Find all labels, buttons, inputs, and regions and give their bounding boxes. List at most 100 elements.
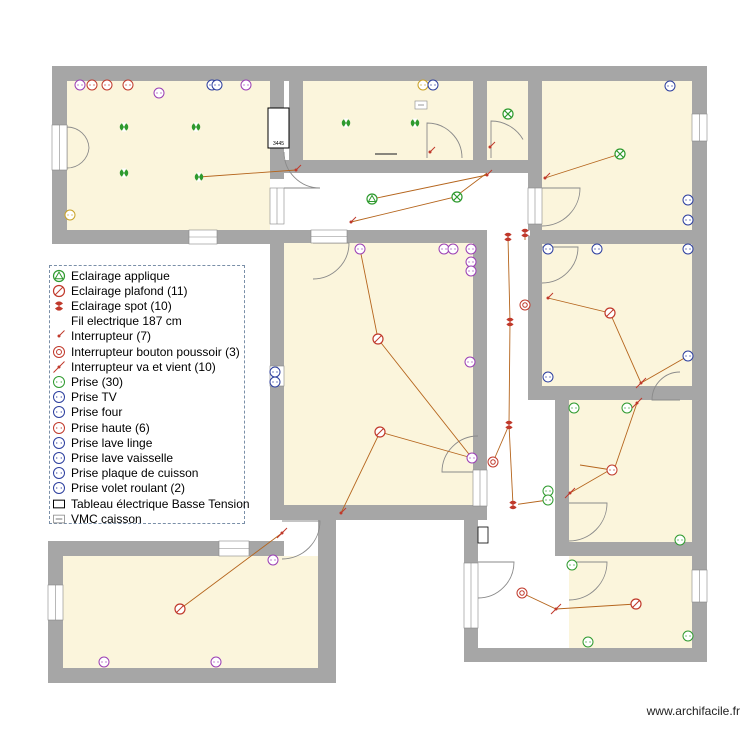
yellow-icon — [64, 209, 76, 221]
spot-icon — [520, 228, 530, 238]
legend-item: Prise (30) — [52, 374, 123, 389]
prise-haute-icon — [86, 79, 98, 91]
prise-volet-icon — [53, 482, 65, 495]
prise-purple-icon — [465, 265, 477, 277]
wall-segment — [692, 66, 707, 662]
wire — [371, 174, 488, 200]
va-et-vient-icon — [53, 360, 65, 373]
fixtures: 3445 — [267, 100, 489, 544]
plafond-icon — [174, 603, 186, 615]
door — [490, 120, 524, 158]
room-floor — [542, 244, 692, 386]
green-cross-icon — [614, 148, 626, 160]
room-floor — [487, 81, 528, 160]
prise-purple-icon — [466, 452, 478, 464]
legend-label: Prise TV — [71, 390, 117, 405]
prise-purple-icon — [153, 87, 165, 99]
room-floor — [569, 556, 692, 648]
wall-segment — [270, 505, 487, 520]
electrical-panel — [267, 107, 290, 149]
poussoir-icon — [53, 345, 65, 358]
va-et-vient-icon — [631, 397, 643, 409]
va-et-vient-icon — [276, 527, 288, 539]
prise-haute-icon — [53, 421, 65, 434]
plafond-icon — [52, 284, 66, 297]
prise-tv-icon — [542, 243, 554, 255]
wall-segment — [473, 66, 487, 173]
prise-tv-icon — [53, 391, 65, 404]
legend-label: Prise four — [71, 405, 123, 420]
prise-icon — [568, 402, 580, 414]
green-spot-icon — [341, 118, 351, 128]
legend-label: Eclairage applique — [71, 268, 170, 283]
green-spot-icon — [194, 172, 204, 182]
wall-segment — [318, 505, 336, 683]
electric-symbols — [64, 79, 694, 668]
prise-purple-icon — [354, 243, 366, 255]
prise-icon — [542, 494, 554, 506]
legend-item: Prise plaque de cuisson — [52, 466, 198, 481]
applique-icon — [366, 193, 378, 205]
interrupteur-icon — [57, 330, 65, 338]
prise-purple-icon — [267, 554, 279, 566]
wall-segment — [289, 66, 303, 171]
room-floor — [63, 556, 318, 668]
va-et-vient-icon — [635, 377, 647, 389]
prise-purple-icon — [464, 356, 476, 368]
legend-item: VMC caisson — [52, 511, 142, 526]
legend-label: VMC caisson — [71, 511, 142, 526]
door — [312, 242, 350, 280]
legend-item: Interrupteur va et vient (10) — [52, 359, 216, 374]
legend-item: Prise haute (6) — [52, 420, 150, 435]
room-floor — [569, 400, 692, 542]
legend-item: Prise volet roulant (2) — [52, 481, 185, 496]
prise-purple-icon — [98, 656, 110, 668]
poussoir-icon — [519, 299, 531, 311]
legend-label: Eclairage plafond (11) — [71, 283, 188, 298]
door — [651, 371, 681, 401]
legend-item: Prise lave linge — [52, 435, 152, 450]
prise-purple-icon — [465, 243, 477, 255]
interrupteur-icon — [57, 330, 65, 338]
legend-item: Eclairage plafond (11) — [52, 283, 188, 298]
door — [283, 151, 321, 189]
wire — [179, 532, 283, 610]
spot-icon — [508, 500, 518, 510]
wall-segment — [270, 230, 485, 243]
prise-lave-linge-icon — [53, 436, 65, 449]
prise-tv-icon — [211, 79, 223, 91]
door — [441, 435, 479, 473]
door — [477, 561, 515, 599]
vmc-icon — [53, 514, 65, 523]
door — [541, 187, 581, 227]
legend-label: Interrupteur va et vient (10) — [71, 359, 216, 374]
prise-tv-icon — [53, 391, 65, 404]
legend-item: Eclairage applique — [52, 268, 170, 283]
wall-segment — [528, 230, 542, 400]
wall-segment — [464, 648, 707, 662]
plafond-icon — [52, 284, 66, 297]
legend-label: Tableau électrique Basse Tension — [71, 496, 250, 511]
prise-icon — [621, 402, 633, 414]
prise-plaque-icon — [53, 467, 65, 480]
interrupteur-icon — [543, 172, 551, 180]
room-floors — [63, 81, 692, 668]
legend-item: Tableau électrique Basse Tension — [52, 496, 250, 511]
legend-label: Prise (30) — [71, 374, 124, 389]
legend-label: Prise lave vaisselle — [71, 450, 174, 465]
wall-segment — [528, 386, 707, 400]
legend-item: Prise TV — [52, 390, 117, 405]
legend-label: Prise plaque de cuisson — [71, 466, 199, 481]
prise-tv-icon — [542, 371, 554, 383]
prise-four-icon — [53, 406, 65, 419]
prise-purple-icon — [447, 243, 459, 255]
interrupteur-icon — [294, 164, 302, 172]
plafond-icon — [372, 333, 384, 345]
legend-label: Prise haute (6) — [71, 420, 150, 435]
wall-segment — [555, 386, 569, 556]
prise-icon — [566, 559, 578, 571]
wall-segment — [528, 230, 707, 244]
va-et-vient-icon — [550, 603, 562, 615]
